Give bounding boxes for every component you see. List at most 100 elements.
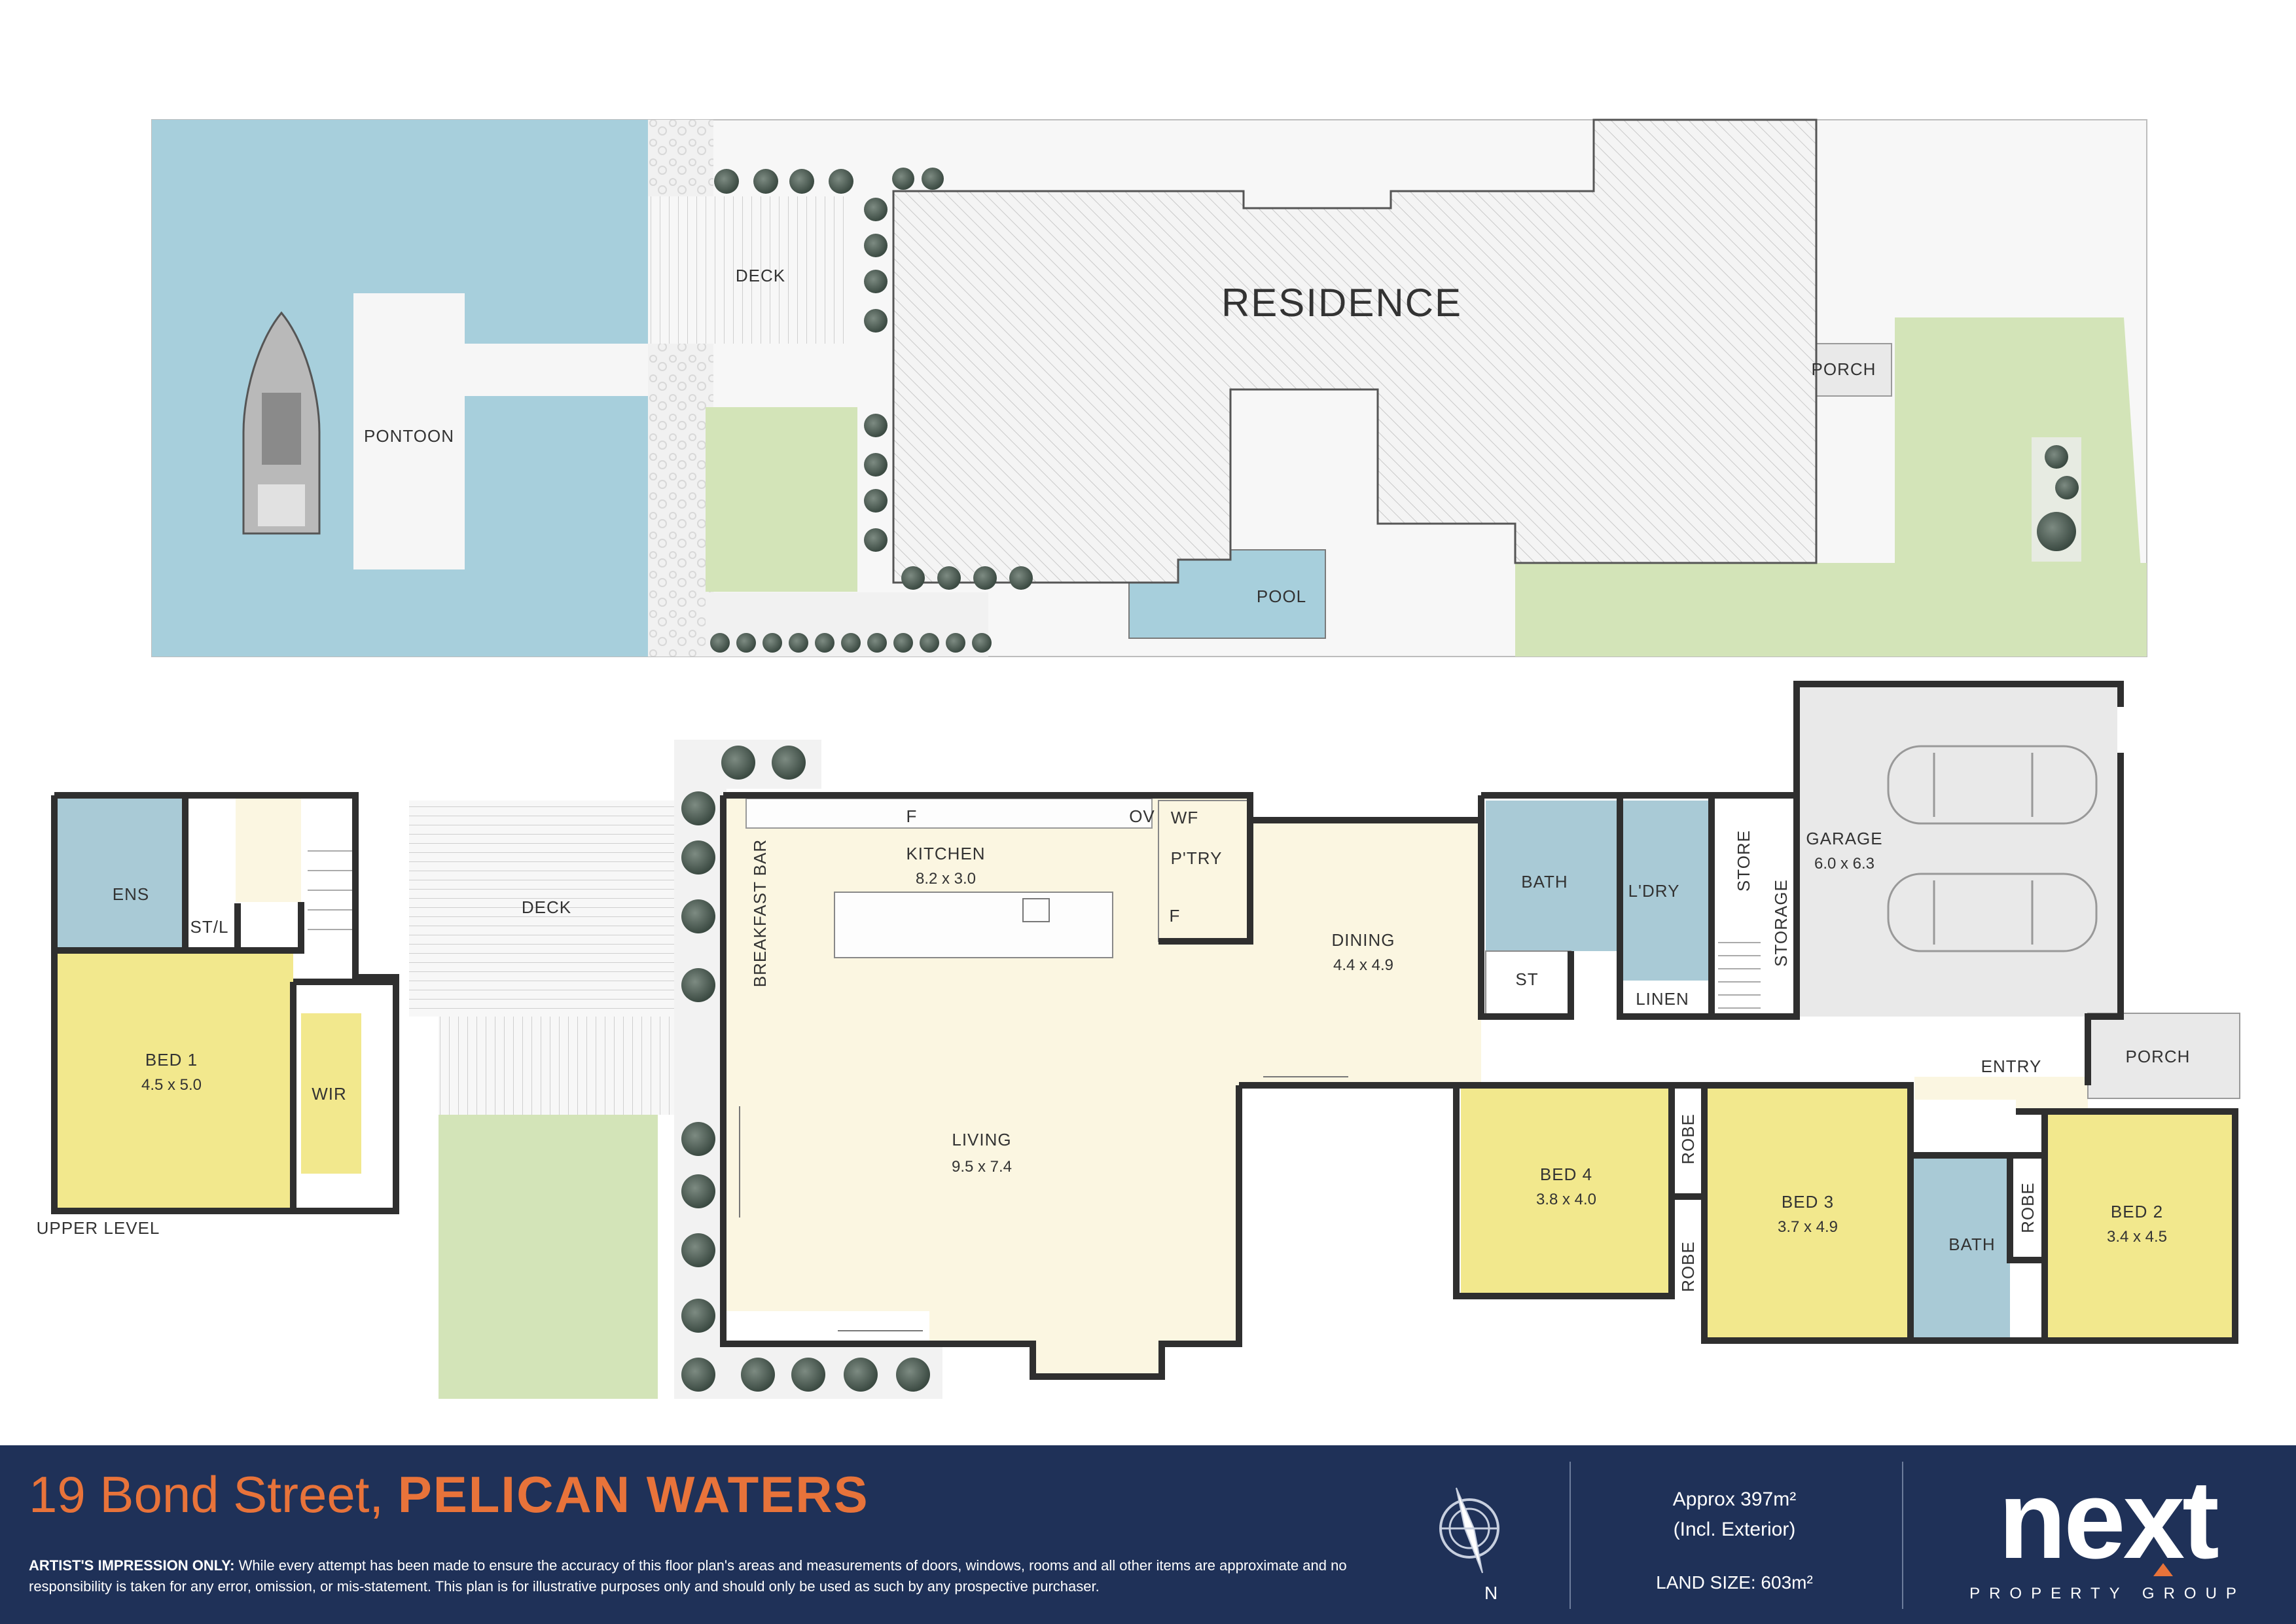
tree-row (681, 746, 930, 1392)
robe-b3-label: ROBE (1678, 1241, 1698, 1292)
upper-walls (51, 792, 399, 1214)
garage-area (1797, 684, 2117, 1017)
bath-upper-area (1486, 801, 1620, 951)
area-line-2: (Incl. Exterior) (1673, 1519, 1796, 1540)
robe-b3-area (1672, 1197, 1704, 1337)
linen-label: LINEN (1636, 989, 1689, 1009)
upper-level-label: UPPER LEVEL (37, 1218, 160, 1238)
entry-label: ENTRY (1981, 1056, 2042, 1076)
bed3-dim: 3.7 x 4.9 (1778, 1218, 1838, 1236)
floor-area: Approx 397m² (Incl. Exterior) (1584, 1485, 1885, 1545)
pontoon (353, 293, 465, 569)
ens-label: ENS (113, 884, 149, 904)
disclaimer-lead: ARTIST'S IMPRESSION ONLY: (29, 1557, 235, 1574)
side-lawn (439, 1115, 658, 1399)
bath-upper-label: BATH (1521, 872, 1568, 892)
rear-deck (648, 196, 851, 344)
deck-steps (439, 1017, 674, 1115)
pantry-label: P'TRY (1171, 848, 1223, 868)
next-property-group-logo: next PROPERTY GROUP (1969, 1460, 2246, 1602)
linen-area (1620, 981, 1712, 1017)
laundry-area (1620, 801, 1712, 981)
bath-lower-label: BATH (1948, 1235, 1995, 1254)
kitchen-dim: 8.2 x 3.0 (916, 870, 976, 888)
wir-hanging (301, 1013, 361, 1174)
area-line-1: Approx 397m² (1672, 1489, 1797, 1510)
boat-icon (242, 311, 321, 535)
deck-label: DECK (522, 897, 571, 917)
footer-bar: 19 Bond Street, PELICAN WATERS ARTIST'S … (0, 1445, 2296, 1624)
robe-b4-area (1672, 1085, 1704, 1197)
address-suburb: PELICAN WATERS (397, 1466, 869, 1523)
compass-icon: N (1439, 1487, 1499, 1603)
land-size: LAND SIZE: 603m² (1656, 1572, 1813, 1593)
living-deck (409, 801, 674, 1017)
bed4-dim: 3.8 x 4.0 (1536, 1191, 1596, 1208)
address-street: 19 Bond Street, (29, 1466, 384, 1523)
logo-wordmark: next (1998, 1460, 2218, 1582)
laundry-label: L'DRY (1628, 881, 1680, 901)
logo-subtitle: PROPERTY GROUP (1969, 1585, 2246, 1602)
ens-area (54, 795, 185, 950)
pontoon-label: PONTOON (364, 426, 454, 446)
upper-level: ENS ST/L BED 1 4.5 x 5.0 WIR UPPER LEVEL (37, 792, 399, 1238)
breakfast-bar-label: BREAKFAST BAR (750, 839, 770, 987)
robe-b2-area (2010, 1155, 2045, 1260)
bed3-label: BED 3 (1782, 1192, 1834, 1212)
bed1-label: BED 1 (145, 1050, 198, 1070)
kitchen-label: KITCHEN (906, 844, 985, 863)
bed4-area (1461, 1085, 1672, 1295)
stl-label: ST/L (190, 917, 229, 937)
store-area (1712, 792, 1797, 1017)
store-label: STORE (1734, 830, 1753, 892)
wir-label: WIR (312, 1084, 347, 1104)
compass-north-label: N (1484, 1583, 1498, 1603)
st-label: ST (1515, 969, 1538, 989)
front-garden (1895, 317, 2147, 657)
ground-floor: DECK BREAKFAST BAR KITCHEN 8.2 x 3.0 WF … (409, 681, 2240, 1399)
robe-b2-label: ROBE (2018, 1182, 2037, 1233)
ov-label: OV (1129, 806, 1155, 826)
fridge-label: F (906, 806, 918, 826)
freezer-label: F (1170, 906, 1181, 926)
garage-steps (1718, 942, 1761, 1009)
bed1-area (58, 950, 293, 1211)
dining-dim: 4.4 x 4.9 (1333, 956, 1393, 974)
bed2-label: BED 2 (2111, 1202, 2163, 1221)
footer-divider-2 (1902, 1462, 1903, 1609)
footer-divider-1 (1570, 1462, 1571, 1609)
dining-label: DINING (1332, 930, 1395, 950)
island-sink-icon (1022, 898, 1050, 922)
disclaimer: ARTIST'S IMPRESSION ONLY: While every at… (29, 1555, 1390, 1597)
kitchen-bench (745, 798, 1153, 829)
pool-label: POOL (1257, 586, 1306, 606)
property-address: 19 Bond Street, PELICAN WATERS (29, 1465, 869, 1525)
logo-accent-icon (2153, 1563, 2173, 1576)
bath-lower-area (1910, 1155, 2010, 1337)
living-label: LIVING (952, 1130, 1011, 1149)
site-porch-label: PORCH (1812, 359, 1876, 379)
stl-area (185, 907, 240, 950)
robe-b4-label: ROBE (1678, 1113, 1698, 1164)
store-cupboard-area (1485, 950, 1571, 1017)
porch-label: PORCH (2126, 1047, 2191, 1066)
bed2-area (2045, 1111, 2233, 1337)
sliding-doors (739, 1076, 1348, 1331)
stair-landing (236, 797, 301, 902)
residence-label: RESIDENCE (1221, 281, 1462, 325)
wf-label: WF (1171, 808, 1198, 827)
entry-porch (2087, 1013, 2240, 1099)
site-plan: RESIDENCE DECK PONTOON PORCH POOL (151, 118, 2147, 657)
living-dim: 9.5 x 7.4 (952, 1158, 1012, 1176)
kitchen-island (834, 892, 1113, 958)
bed2-dim: 3.4 x 4.5 (2107, 1228, 2167, 1246)
residence-footprint (892, 118, 1818, 584)
bed4-label: BED 4 (1540, 1164, 1592, 1184)
storage-label: STORAGE (1771, 879, 1791, 967)
garage-dim: 6.0 x 6.3 (1814, 855, 1874, 873)
site-deck-label: DECK (736, 266, 785, 285)
upper-stairs (308, 850, 353, 930)
bed3-area (1704, 1085, 1910, 1337)
bed1-dim: 4.5 x 5.0 (141, 1076, 202, 1094)
